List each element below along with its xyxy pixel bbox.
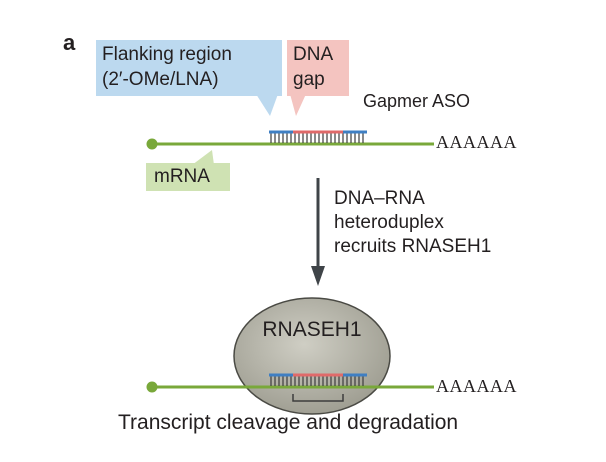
dna-gap-label-line1: DNA bbox=[293, 44, 334, 65]
flanking-callout-tail bbox=[256, 94, 278, 116]
polya-tail-bottom: AAAAAA bbox=[436, 376, 517, 396]
mrna-5prime-cap-bottom bbox=[146, 381, 158, 393]
flanking-region-callout: Flanking region (2′-OMe/LNA) bbox=[96, 40, 282, 96]
dna-gap-label-line2: gap bbox=[293, 69, 325, 90]
rnaseh1-enzyme bbox=[233, 297, 391, 415]
gapmer-aso-bottom bbox=[269, 373, 367, 386]
dna-gap-callout-tail bbox=[290, 94, 306, 116]
flanking-region-label: Flanking region bbox=[102, 44, 232, 65]
polya-tail-top: AAAAAA bbox=[436, 132, 517, 152]
cleavage-caption: Transcript cleavage and degradation bbox=[118, 411, 459, 434]
mrna-callout-tail bbox=[192, 150, 214, 165]
process-arrow-head bbox=[311, 266, 325, 286]
mrna-callout: mRNA bbox=[146, 163, 230, 191]
gapmer-aso-top bbox=[269, 130, 367, 143]
cleavage-site-bracket bbox=[292, 394, 344, 402]
rnaseh1-label: RNASEH1 bbox=[262, 318, 362, 341]
mrna-5prime-cap-top bbox=[146, 138, 158, 150]
dna-gap-callout: DNA gap bbox=[287, 40, 349, 96]
flanking-region-chemistry: (2′-OMe/LNA) bbox=[102, 69, 219, 90]
step-label-line3: recruits RNASEH1 bbox=[334, 236, 492, 257]
step-label-line2: heteroduplex bbox=[334, 212, 444, 233]
heteroduplex-step-label: DNA–RNA heteroduplex recruits RNASEH1 bbox=[334, 187, 491, 259]
step-label-line1: DNA–RNA bbox=[334, 188, 425, 209]
gapmer-aso-label: Gapmer ASO bbox=[363, 91, 471, 111]
panel-label: a bbox=[63, 30, 76, 55]
